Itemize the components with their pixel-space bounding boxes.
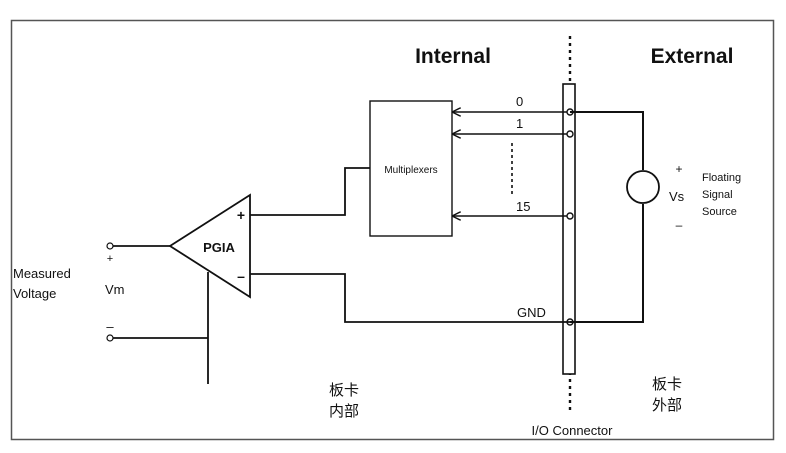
external-heading: External bbox=[651, 45, 734, 68]
channel-15-label: 15 bbox=[516, 199, 530, 214]
board-external-line1: 板卡 bbox=[652, 375, 682, 393]
voltage-source-symbol bbox=[626, 170, 660, 204]
gnd-wire bbox=[250, 273, 570, 323]
board-internal-line2: 内部 bbox=[329, 402, 359, 420]
input-minus-terminal bbox=[106, 334, 114, 342]
channel-0-label: 0 bbox=[516, 94, 523, 109]
multiplexers-label: Multiplexers bbox=[384, 165, 437, 176]
measured-label: Measured bbox=[13, 266, 71, 281]
source-label: Source bbox=[702, 206, 737, 218]
input-plus-terminal bbox=[106, 242, 114, 250]
source-minus-sign: – bbox=[676, 218, 683, 232]
multiplexer-box bbox=[369, 100, 453, 237]
channel-1-label: 1 bbox=[516, 116, 523, 131]
pgia-amplifier bbox=[168, 193, 251, 299]
vs-label: Vs bbox=[669, 189, 685, 204]
frame-border bbox=[10, 19, 775, 441]
mux-output-wire bbox=[250, 167, 370, 216]
io-connector-bar bbox=[562, 83, 576, 375]
source-plus-wire bbox=[570, 111, 644, 170]
internal-heading: Internal bbox=[415, 45, 491, 68]
source-plus-sign: + bbox=[675, 162, 682, 176]
source-minus-wire bbox=[570, 204, 644, 323]
node-channel-15 bbox=[566, 212, 574, 220]
voltage-label: Voltage bbox=[13, 286, 56, 301]
io-connector-label: I/O Connector bbox=[532, 423, 614, 438]
node-channel-1 bbox=[566, 130, 574, 138]
input-plus-sign: + bbox=[107, 253, 113, 265]
vm-label: Vm bbox=[105, 282, 125, 297]
board-internal-line1: 板卡 bbox=[329, 381, 359, 399]
pgia-minus-sign: – bbox=[237, 268, 245, 284]
pgia-label: PGIA bbox=[203, 240, 235, 255]
signal-label: Signal bbox=[702, 189, 733, 201]
gnd-label: GND bbox=[517, 305, 546, 320]
pgia-plus-sign: + bbox=[237, 207, 245, 223]
input-minus-sign: – bbox=[106, 319, 114, 334]
floating-label: Floating bbox=[702, 172, 741, 184]
board-external-line2: 外部 bbox=[652, 396, 682, 414]
